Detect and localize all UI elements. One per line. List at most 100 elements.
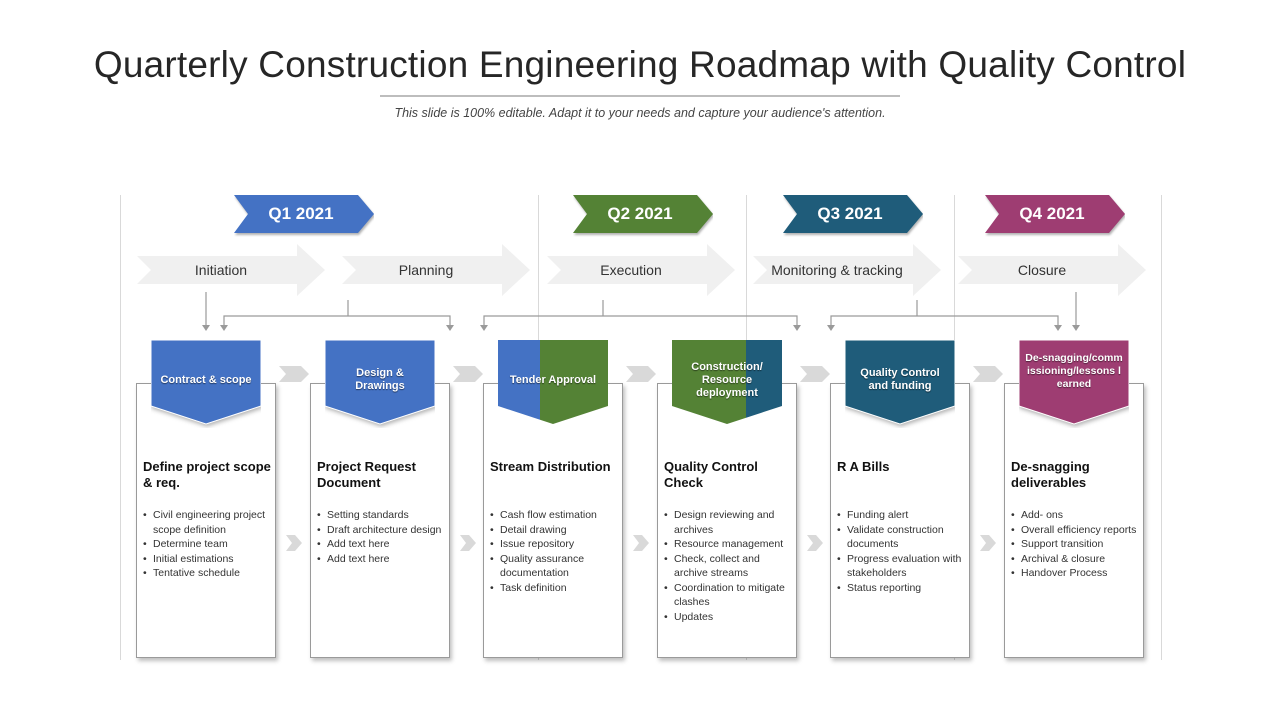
- flow-small-chevron: [806, 535, 823, 551]
- stage-tag-shape: [151, 340, 261, 425]
- stage-bullet: Draft architecture design: [317, 523, 447, 538]
- stage-bullet-list: Cash flow estimationDetail drawingIssue …: [490, 508, 620, 595]
- stage-bullet: Initial estimations: [143, 552, 273, 567]
- flow-chevron-arrow: [799, 366, 830, 382]
- stage-bullet: Add text here: [317, 537, 447, 552]
- stage-card-title: Quality Control Check: [664, 459, 758, 490]
- quarter-text: Q1 2021: [268, 204, 334, 223]
- stage-card-title: R A Bills: [837, 459, 890, 474]
- quarter-text: Q3 2021: [817, 204, 883, 223]
- stage-bullet: Cash flow estimation: [490, 508, 620, 523]
- quarter-text: Q4 2021: [1019, 204, 1085, 223]
- phase-arrow-shape: [137, 244, 325, 296]
- quarter-arrow-shape: [234, 195, 374, 233]
- stage-card-2: Project Request DocumentSetting standard…: [310, 383, 450, 658]
- stage-card-title: Define project scope & req.: [143, 459, 271, 490]
- stage-bullet: Quality assurance documentation: [490, 552, 620, 581]
- flow-chevron-arrow: [452, 366, 483, 382]
- stage-card-title: De-snagging deliverables: [1011, 459, 1090, 490]
- phase-arrow-3: Execution: [547, 244, 735, 296]
- flow-chevron-arrow: [973, 366, 1003, 382]
- stage-tag-3: Tender Approval: [498, 340, 608, 426]
- phase-arrow-4: Monitoring & tracking: [753, 244, 941, 296]
- stage-tag-text: De-snagging/commissioning/lessons learne…: [1025, 352, 1123, 390]
- quarter-arrow-shape: [985, 195, 1125, 233]
- phase-text: Initiation: [194, 262, 248, 278]
- divider-line: [1161, 195, 1162, 660]
- quarter-label-1: Q1 2021: [234, 195, 374, 233]
- stage-bullet: Setting standards: [317, 508, 447, 523]
- quarter-label-2: Q2 2021: [573, 195, 713, 233]
- stage-bullet: Updates: [664, 610, 794, 625]
- stage-bullet: Support transition: [1011, 537, 1141, 552]
- flow-small-chevron: [633, 535, 649, 551]
- stage-bullet: Overall efficiency reports: [1011, 523, 1141, 538]
- stage-bullet: Civil engineering project scope definiti…: [143, 508, 273, 537]
- stage-card-title: Stream Distribution: [490, 459, 611, 474]
- quarter-arrow-shape: [783, 195, 923, 233]
- phase-arrow-shape: [958, 244, 1146, 296]
- stage-card-6: De-snagging deliverablesAdd- onsOverall …: [1004, 383, 1144, 658]
- stage-tag-6: De-snagging/commissioning/lessons learne…: [1019, 340, 1129, 426]
- stage-bullet: Funding alert: [837, 508, 967, 523]
- stage-bullet: Archival & closure: [1011, 552, 1141, 567]
- phase-text: Monitoring & tracking: [771, 262, 903, 278]
- stage-bullet: Coordination to mitigate clashes: [664, 581, 794, 610]
- stage-tag-text: Contract & scope: [160, 373, 252, 386]
- stage-tag-text: Design & Drawings: [355, 367, 405, 392]
- phase-text: Execution: [600, 262, 662, 278]
- stage-bullet: Validate construction documents: [837, 523, 967, 552]
- stage-bullet: Resource management: [664, 537, 794, 552]
- stage-bullet: Add- ons: [1011, 508, 1141, 523]
- stage-card-5: R A BillsFunding alertValidate construct…: [830, 383, 970, 658]
- quarter-text: Q2 2021: [607, 204, 673, 223]
- stage-bullet: Check, collect and archive streams: [664, 552, 794, 581]
- flow-small-chevron: [980, 535, 996, 551]
- stage-bullet-list: Funding alertValidate construction docum…: [837, 508, 967, 595]
- phase-arrow-shape: [547, 244, 735, 296]
- stage-tag-text: Construction/ Resource deployment: [691, 360, 763, 399]
- stage-bullet: Detail drawing: [490, 523, 620, 538]
- stage-bullet: Handover Process: [1011, 566, 1141, 581]
- stage-bullet-list: Design reviewing and archivesResource ma…: [664, 508, 794, 624]
- stage-bullet-list: Setting standardsDraft architecture desi…: [317, 508, 447, 566]
- quarter-label-3: Q3 2021: [783, 195, 923, 233]
- quarter-arrow-shape: [573, 195, 713, 233]
- page-title: Quarterly Construction Engineering Roadm…: [93, 44, 1187, 85]
- stage-card-3: Stream DistributionCash flow estimationD…: [483, 383, 623, 658]
- stage-tag-shape: [672, 340, 782, 424]
- flow-small-chevron: [459, 535, 476, 551]
- stage-tag-5: Quality Control and funding: [845, 340, 955, 426]
- stage-tag-shape: [1019, 340, 1129, 425]
- phase-arrow-shape: [753, 244, 941, 296]
- page-subtitle: This slide is 100% editable. Adapt it to…: [394, 106, 886, 120]
- quarter-label-4: Q4 2021: [985, 195, 1125, 233]
- stage-tag-shape: [845, 340, 955, 425]
- phase-arrow-5: Closure: [958, 244, 1146, 296]
- flow-chevron-arrow: [626, 366, 656, 382]
- stage-bullet: Determine team: [143, 537, 273, 552]
- stage-tag-text: Tender Approval: [509, 373, 597, 386]
- stage-tag-1: Contract & scope: [151, 340, 261, 426]
- phase-text: Planning: [398, 262, 454, 278]
- phase-arrow-1: Initiation: [137, 244, 325, 296]
- phase-text: Closure: [1017, 262, 1067, 278]
- stage-bullet: Progress evaluation with stakeholders: [837, 552, 967, 581]
- stage-bullet: Tentative schedule: [143, 566, 273, 581]
- stage-tag-4: Construction/ Resource deployment: [672, 340, 782, 426]
- stage-tag-shape: [498, 340, 608, 424]
- stage-card-title: Project Request Document: [317, 459, 416, 490]
- stage-bullet: Status reporting: [837, 581, 967, 596]
- flow-small-chevron: [286, 535, 302, 551]
- phase-arrow-shape: [342, 244, 530, 296]
- title-underline: [380, 95, 900, 97]
- stage-bullet: Issue repository: [490, 537, 620, 552]
- stage-tag-2: Design & Drawings: [325, 340, 435, 426]
- stage-bullet-list: Civil engineering project scope definiti…: [143, 508, 273, 581]
- stage-card-1: Define project scope & req. Civil enginee…: [136, 383, 276, 658]
- stage-tag-shape: [325, 340, 435, 425]
- divider-line: [120, 195, 121, 660]
- phase-arrow-2: Planning: [342, 244, 530, 296]
- stage-bullet-list: Add- onsOverall efficiency reportsSuppor…: [1011, 508, 1141, 581]
